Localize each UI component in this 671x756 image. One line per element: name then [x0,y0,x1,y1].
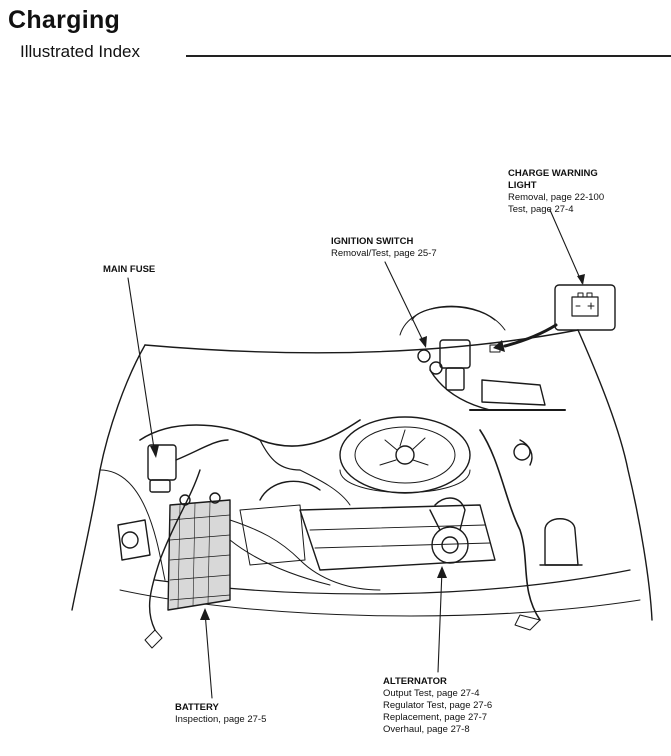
page-subtitle: Illustrated Index [20,42,141,61]
main-fuse-heading: MAIN FUSE [103,264,156,275]
warning-light-inset-frame [554,284,616,331]
battery-heading: BATTERY [175,702,219,713]
charge-warning-light-line-2: Test, page 27-4 [508,204,574,215]
alternator-leader [437,569,443,673]
alternator-heading: ALTERNATOR [383,676,447,687]
callout-alternator: ALTERNATOR Output Test, page 27-4 Regula… [383,676,492,736]
hood-line [144,329,579,354]
battery-warning-lamp-icon [571,296,599,317]
callout-battery: BATTERY Inspection, page 27-5 [175,702,266,726]
callout-main-fuse: MAIN FUSE [103,264,155,276]
battery-leader [204,611,213,699]
battery-line-1: Inspection, page 27-5 [175,714,267,725]
charge-warning-light-line-1: Removal, page 22-100 [508,192,605,203]
alternator-line-1: Output Test, page 27-4 [383,688,480,699]
ignition-switch-heading: IGNITION SWITCH [331,236,414,247]
ignition-switch-line-1: Removal/Test, page 25-7 [331,248,437,259]
callout-charge-warning-light: CHARGE WARNING LIGHT Removal, page 22-10… [508,168,618,216]
right-fender [577,329,653,621]
callout-ignition-switch: IGNITION SWITCH Removal/Test, page 25-7 [331,236,437,260]
alternator-line-4: Overhaul, page 27-8 [383,724,470,735]
charge-warning-light-heading: CHARGE WARNING LIGHT [508,168,598,191]
title-rule [186,55,671,57]
alternator-line-3: Replacement, page 27-7 [383,712,488,723]
main-fuse-leader [127,277,156,456]
charge-warning-leader [549,209,583,284]
left-fender [71,344,146,611]
ignition-switch-leader [384,261,426,346]
page-title: Charging [8,6,121,34]
alternator-line-2: Regulator Test, page 27-6 [383,700,493,711]
